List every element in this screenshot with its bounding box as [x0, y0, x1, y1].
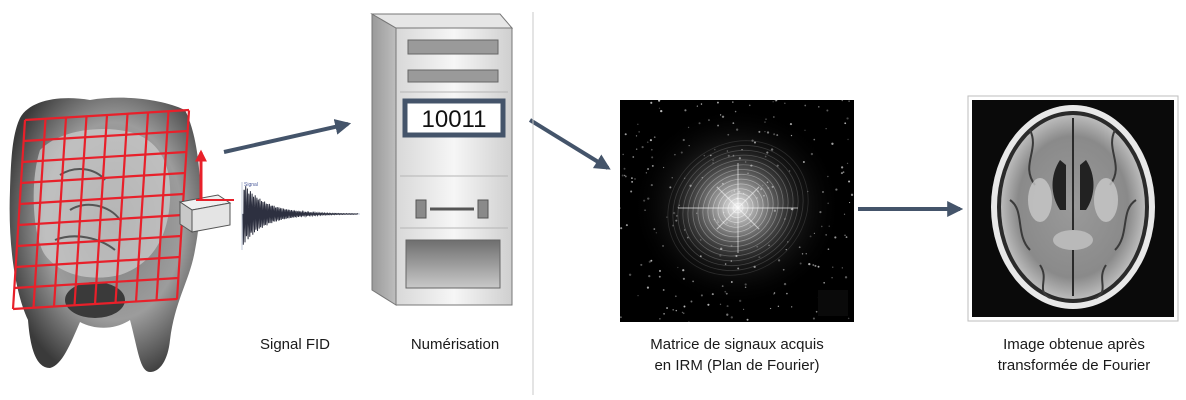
kspace-fringe [687, 159, 789, 257]
kspace-fringe [672, 145, 804, 271]
grid-line [15, 255, 180, 269]
kspace-fringe [677, 149, 799, 267]
kspace-ray [716, 186, 760, 230]
grid-line [155, 111, 170, 301]
kspace-fringe [732, 202, 744, 214]
grid-line [93, 115, 109, 305]
grid-line [20, 171, 186, 185]
signal-plot-label: Signal [244, 182, 258, 188]
kspace-fringe [697, 169, 779, 247]
kspace-caption: Matrice de signaux acquis en IRM (Plan d… [617, 334, 857, 376]
kspace-fringe [712, 183, 764, 233]
kspace-fringe [667, 140, 809, 276]
kspace-caption-line2: en IRM (Plan de Fourier) [654, 357, 820, 374]
kspace-caption-line1: Matrice de signaux acquis [650, 336, 824, 353]
grid-line [18, 213, 183, 227]
kspace-fringe [722, 193, 754, 223]
numerisation-label: Numérisation [410, 336, 500, 353]
arrow-to-kspace [528, 118, 611, 170]
grid-line [14, 276, 179, 290]
grid-line [24, 108, 190, 122]
result-caption-line1: Image obtenue après [1003, 336, 1145, 353]
kspace-fringe [702, 173, 774, 243]
grid-line [52, 117, 68, 307]
result-caption: Image obtenue après transformée de Fouri… [968, 334, 1180, 376]
grid-line [73, 116, 88, 306]
kspace-fringe [727, 197, 749, 219]
digital-code-box: 10011 [402, 98, 506, 138]
kspace-fringe [692, 164, 784, 252]
digital-code-text: 10011 [422, 106, 487, 133]
grid-line [32, 118, 47, 308]
computer-tower-icon [370, 13, 514, 306]
grid-line [22, 150, 187, 164]
fid-signal-plot: Signal [240, 178, 362, 250]
axial-brain-image [967, 95, 1179, 322]
grid-line [16, 234, 182, 248]
kspace-fringe [717, 188, 759, 228]
kspace-fringe [682, 154, 794, 262]
kspace-image [619, 99, 854, 323]
grid-line [134, 112, 150, 302]
kspace-fringe [707, 178, 769, 238]
grid-line [11, 119, 27, 310]
grid-line [23, 129, 188, 143]
signal-fid-label: Signal FID [259, 336, 331, 353]
grid-line [19, 192, 184, 206]
grid-line [114, 113, 129, 304]
grid-line [12, 297, 178, 311]
red-grid-overlay [11, 108, 191, 311]
result-caption-line2: transformée de Fourier [997, 357, 1151, 374]
rf-coil-box [178, 194, 232, 233]
arrow-to-computer [223, 119, 352, 154]
